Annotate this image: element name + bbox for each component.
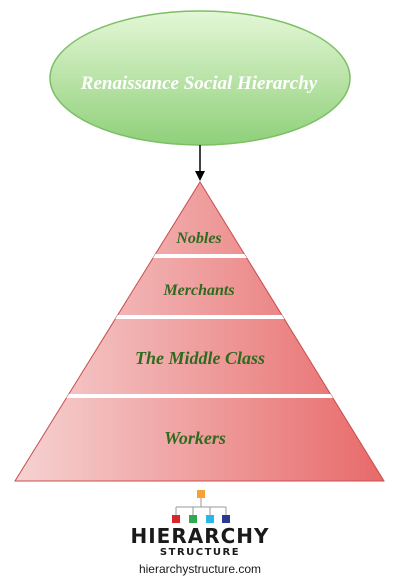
logo-url: hierarchystructure.com — [139, 562, 261, 576]
level-label-nobles: Nobles — [175, 230, 221, 247]
logo-text-structure: STRUCTURE — [160, 547, 240, 558]
logo-text-hierarchy: HIERARCHY — [130, 524, 269, 548]
pyramid: Nobles Merchants The Middle Class Worker… — [14, 181, 385, 482]
level-divider — [15, 254, 384, 258]
level-label-middle-class: The Middle Class — [135, 348, 265, 368]
level-divider — [15, 394, 384, 398]
org-chart-icon — [172, 490, 230, 523]
diagram-title: Renaissance Social Hierarchy — [80, 73, 318, 94]
level-label-workers: Workers — [164, 428, 226, 448]
pyramid-body — [14, 181, 385, 482]
arrow-head-icon — [195, 171, 205, 181]
level-label-merchants: Merchants — [162, 282, 234, 299]
hierarchy-structure-logo: HIERARCHY STRUCTURE hierarchystructure.c… — [130, 490, 269, 576]
level-divider — [15, 315, 384, 319]
